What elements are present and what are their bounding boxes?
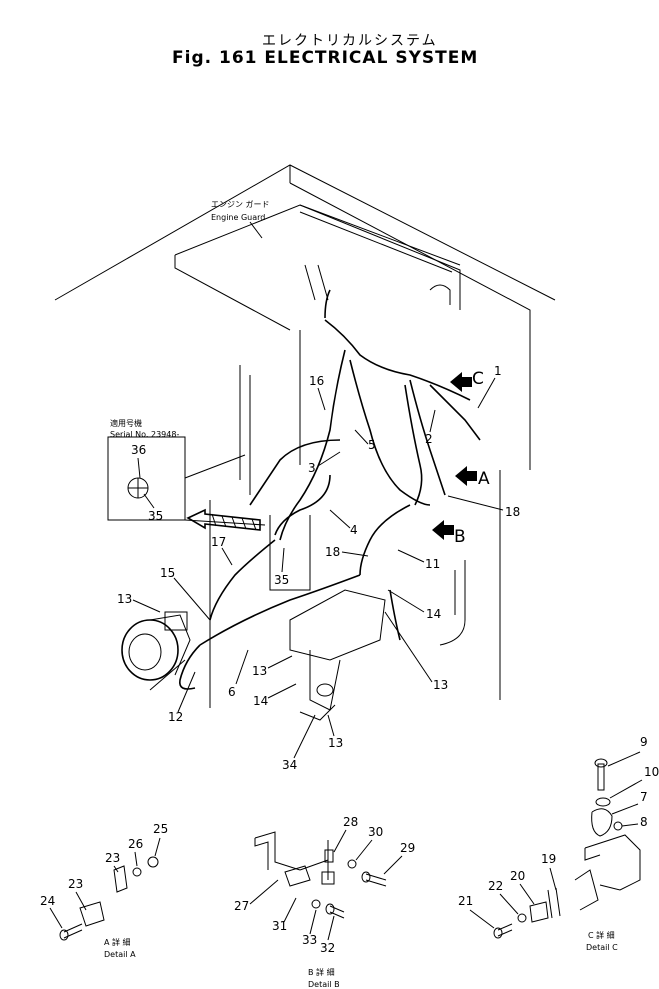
detail-b-label-jp: B 詳 細	[308, 967, 335, 977]
detail-c-label-en: Detail C	[586, 943, 618, 952]
callout-9: 9	[640, 735, 648, 749]
detail-b-label-en: Detail B	[308, 980, 340, 989]
view-arrow-c-label: C	[472, 369, 484, 389]
view-arrow-c: C	[450, 369, 484, 392]
callout-5: 5	[368, 438, 376, 452]
callout-15: 15	[160, 566, 175, 580]
engine-guard-note-jp: エンジン ガード	[211, 199, 270, 209]
callout-14b: 14	[426, 607, 441, 621]
callout-22: 22	[488, 879, 503, 893]
callout-18a: 18	[505, 505, 520, 519]
callout-19: 19	[541, 852, 556, 866]
callout-30: 30	[368, 825, 383, 839]
callout-14a: 14	[253, 694, 268, 708]
callout-28: 28	[343, 815, 358, 829]
callout-13b: 13	[252, 664, 267, 678]
view-arrow-a: A	[455, 466, 490, 489]
detail-b: 27 28 30 29 31 33 32 B 詳 細 Detail B	[234, 815, 415, 989]
callout-10: 10	[644, 765, 659, 779]
direction-arrow	[186, 508, 261, 531]
detail-a-label-jp: A 詳 細	[104, 937, 131, 947]
callout-25: 25	[153, 822, 168, 836]
callout-26: 26	[128, 837, 143, 851]
callout-6: 6	[228, 685, 236, 699]
wire-harness	[149, 264, 481, 691]
callout-18b: 18	[325, 545, 340, 559]
figure-title: Fig. 161 ELECTRICAL SYSTEM	[172, 48, 479, 68]
serial-inset	[107, 436, 311, 591]
title-japanese: エレクトリカルシステム	[262, 33, 438, 49]
callout-21: 21	[458, 894, 473, 908]
callout-34: 34	[282, 758, 297, 772]
callout-1: 1	[494, 364, 502, 378]
callout-17: 17	[211, 535, 226, 549]
view-arrow-b-label: B	[454, 527, 466, 547]
view-arrow-a-label: A	[478, 469, 490, 489]
callout-12: 12	[168, 710, 183, 724]
callout-35a: 35	[274, 573, 289, 587]
callout-16: 16	[309, 374, 324, 388]
callout-20: 20	[510, 869, 525, 883]
serial-note-en: Serial No. 23948-	[110, 430, 179, 439]
callout-35b: 35	[148, 509, 163, 523]
alternator	[121, 611, 191, 681]
callout-36: 36	[131, 443, 146, 457]
main-callouts: 1 2 3 4 5 6 16 17 18 18 11 13 15 12 13 1…	[117, 364, 520, 772]
callout-4: 4	[350, 523, 358, 537]
callout-29: 29	[400, 841, 415, 855]
detail-c-label-jp: C 詳 細	[588, 930, 615, 940]
detail-c: 9 10 7 8 19 20 22 21 C 詳 細 Detail C	[458, 735, 659, 952]
callout-11: 11	[425, 557, 440, 571]
callout-7: 7	[640, 790, 648, 804]
callout-2: 2	[425, 432, 433, 446]
machine-frame	[54, 164, 556, 708]
callout-24: 24	[40, 894, 55, 908]
callout-23a: 23	[68, 877, 83, 891]
engine-guard-note-en: Engine Guard	[211, 213, 265, 222]
bracket-mount	[289, 589, 386, 721]
detail-a: 24 23 23 26 25 A 詳 細 Detail A	[40, 822, 168, 959]
detail-a-label-en: Detail A	[104, 950, 136, 959]
view-arrow-b: B	[432, 520, 466, 547]
callout-32: 32	[320, 941, 335, 955]
callout-23b: 23	[105, 851, 120, 865]
callout-3: 3	[308, 461, 316, 475]
callout-13c: 13	[433, 678, 448, 692]
serial-note-jp: 適用号機	[110, 418, 142, 428]
callout-27: 27	[234, 899, 249, 913]
callout-13d: 13	[328, 736, 343, 750]
callout-8: 8	[640, 815, 648, 829]
callout-33: 33	[302, 933, 317, 947]
callout-13a: 13	[117, 592, 132, 606]
callout-31: 31	[272, 919, 287, 933]
